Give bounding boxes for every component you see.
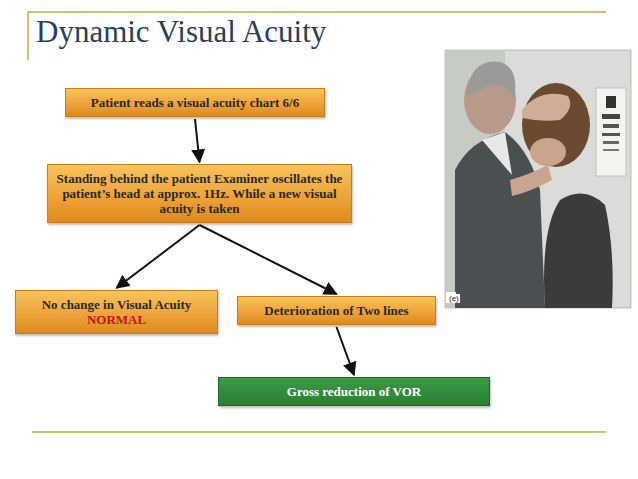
box-text: Standing behind the patient Examiner osc… (56, 171, 343, 216)
box-text: Deterioration of Two lines (246, 303, 427, 318)
photo (445, 50, 631, 308)
flow-arrow (200, 225, 337, 294)
box-text: No change in Visual Acuity (24, 297, 209, 312)
step-box: Standing behind the patient Examiner osc… (47, 164, 352, 223)
bottom-rule (32, 431, 606, 433)
photo-label: (e) (448, 294, 460, 303)
box-subtext: NORMAL (24, 312, 209, 327)
top-rule (28, 11, 606, 13)
flow-arrow (117, 225, 200, 288)
flow-arrow (195, 119, 200, 162)
box-text: Patient reads a visual acuity chart 6/6 (74, 95, 316, 110)
step-box: Patient reads a visual acuity chart 6/6 (65, 88, 325, 117)
flow-arrow (337, 327, 355, 375)
conclusion-box: Gross reduction of VOR (218, 377, 490, 406)
result-box: No change in Visual AcuityNORMAL (15, 290, 218, 334)
slide-title: Dynamic Visual Acuity (36, 14, 326, 50)
box-text: Gross reduction of VOR (227, 384, 481, 399)
left-rule (27, 12, 29, 60)
result-box: Deterioration of Two lines (237, 296, 436, 325)
